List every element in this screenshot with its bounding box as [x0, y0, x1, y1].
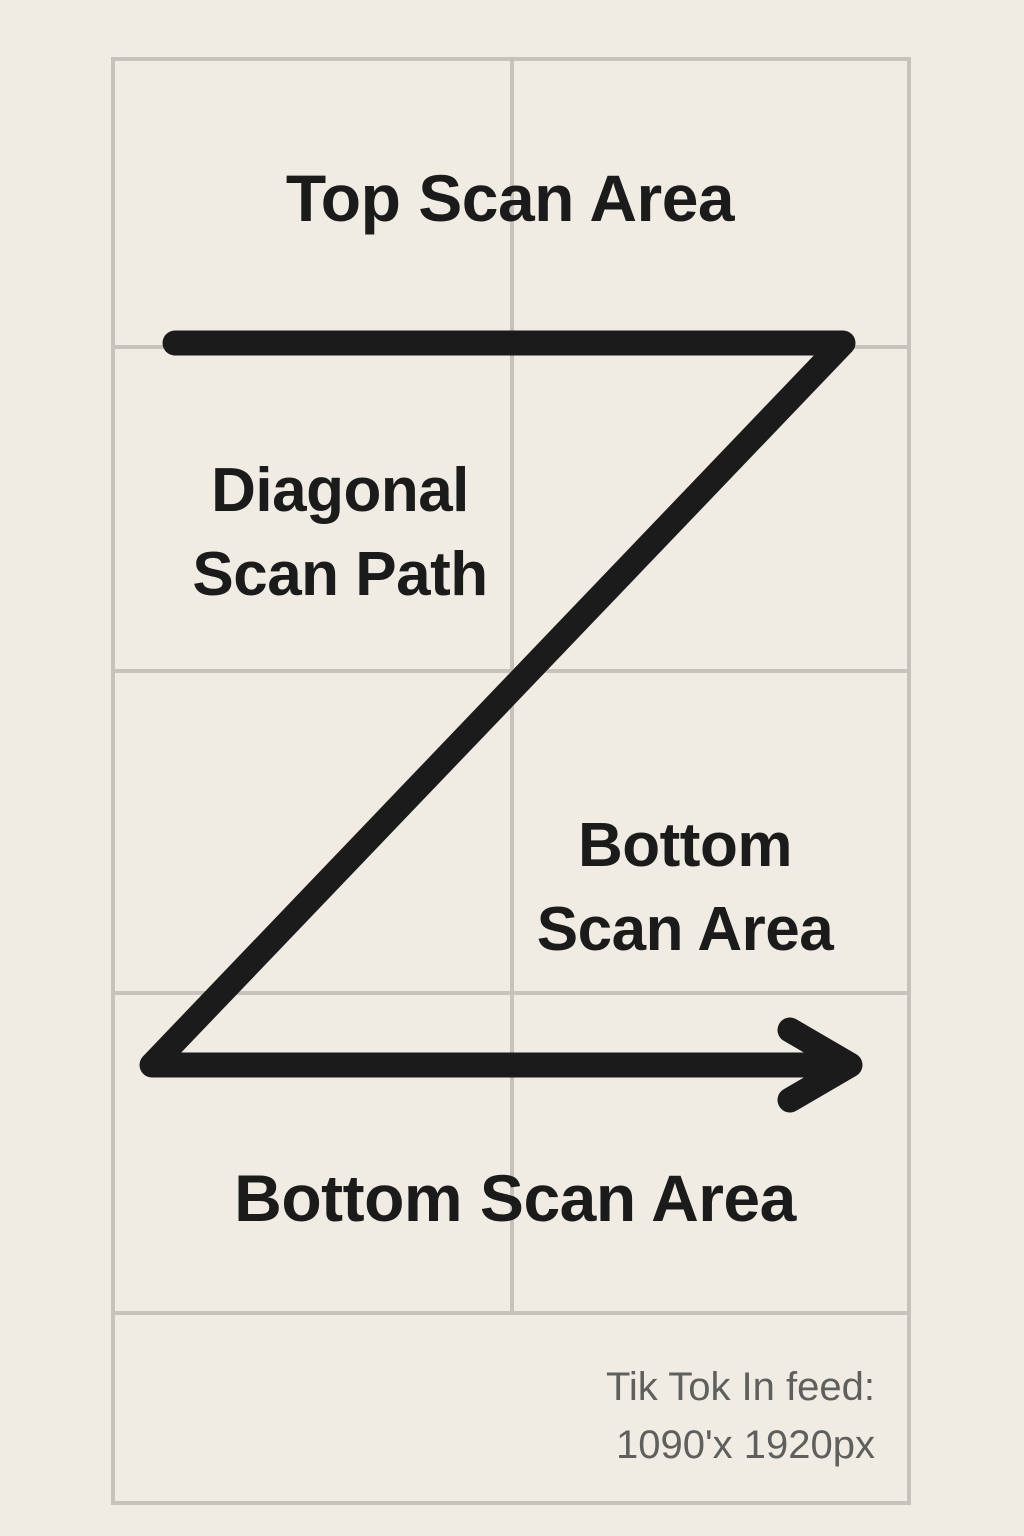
- diagonal-label-line-2: Scan Path: [192, 540, 488, 609]
- bottom-right-label-line-1: Bottom: [578, 811, 792, 880]
- spec-note-line-2: 1090'x 1920px: [616, 1423, 875, 1467]
- z-scan-path: [139, 330, 858, 1078]
- top-scan-area-text: Top Scan Area: [285, 161, 735, 235]
- bottom-scan-area-text: Bottom Scan Area: [234, 1161, 796, 1235]
- format-spec-note: Tik Tok In feed: 1090'x 1920px: [470, 1358, 875, 1474]
- bottom-scan-area-label: Bottom Scan Area: [180, 1165, 850, 1231]
- spec-note-line-1: Tik Tok In feed:: [605, 1365, 875, 1409]
- bottom-right-scan-area-label: Bottom Scan Area: [500, 815, 870, 983]
- bottom-right-label-line-2: Scan Area: [536, 895, 834, 964]
- frame-border: [111, 57, 911, 1505]
- diagonal-scan-path-label: Diagonal Scan Path: [140, 460, 540, 628]
- diagonal-label-line-1: Diagonal: [211, 456, 469, 525]
- arrow-right-icon: [777, 1017, 863, 1113]
- top-scan-area-label: Top Scan Area: [230, 165, 790, 231]
